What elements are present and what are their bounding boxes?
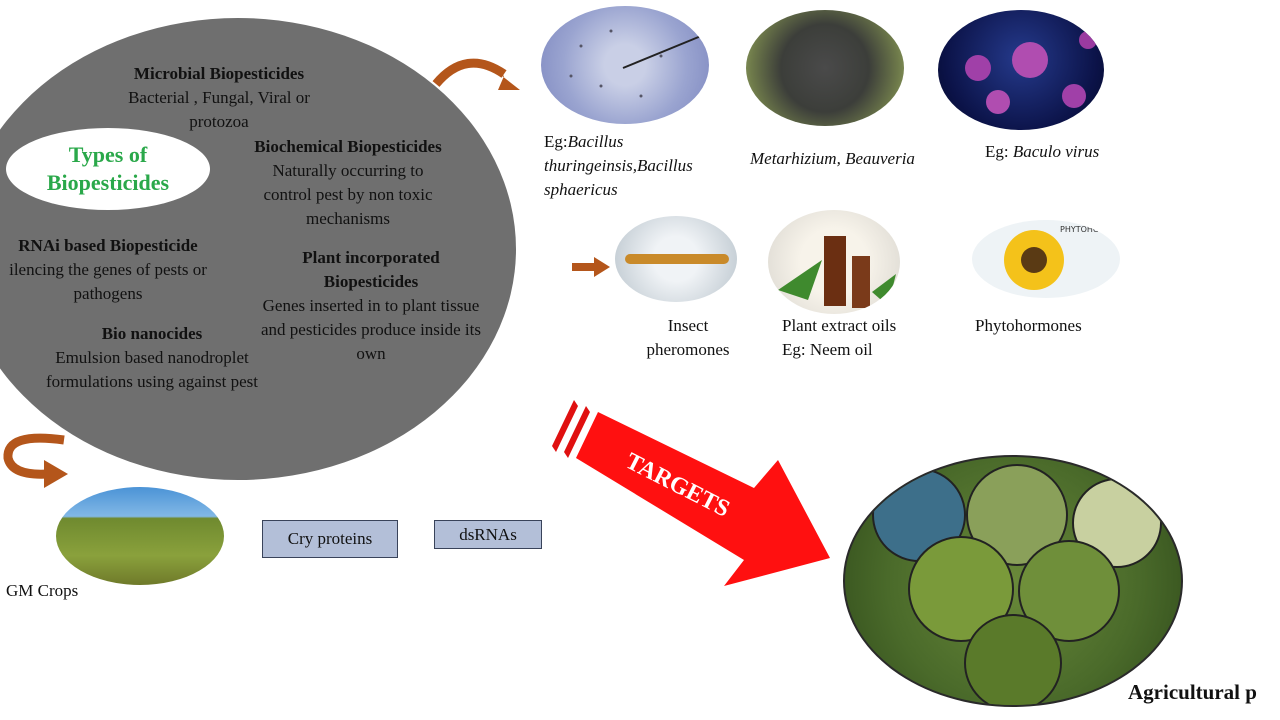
title-line-2: Biopesticides [46,170,170,195]
title-oval: Types of Biopesticides [6,128,210,210]
targets-arrow-icon: TARGETS [552,400,830,586]
bacillus-italic-2: thuringeinsis,Bacillus [544,156,693,175]
phytohormones-image: PHYTOHORMONES [972,220,1120,298]
pheromones-line-2: pheromones [646,340,730,359]
phytohormones-image-label: PHYTOHORMONES [1060,225,1120,234]
bacteria-image [541,6,709,124]
virus-prefix: Eg: [985,142,1013,161]
virus-italic: Baculo virus [1012,142,1100,161]
bacillus-italic-3: sphaericus [544,180,618,199]
pheromones-line-1: Insect [667,316,709,335]
plant-incorporated-desc-2: and pesticides produce inside its [260,320,481,339]
gm-crops-caption: GM Crops [6,581,79,600]
bio-nanocides-desc-1: Emulsion based nanodroplet [55,348,249,367]
biochemical-block: Biochemical Biopesticides Naturally occu… [222,135,474,231]
curved-arrow-microbial-icon [432,58,520,90]
biochemical-desc-3: mechanisms [305,209,391,228]
cry-proteins-box: Cry proteins [262,520,398,558]
dsrnas-box: dsRNAs [434,520,542,549]
biochemical-heading: Biochemical Biopesticides [254,137,442,156]
plant-oil-line-1: Plant extract oils [782,316,897,335]
biochemical-desc-1: Naturally occurring to [272,161,424,180]
fungus-caption: Metarhizium, Beauveria [750,147,960,171]
plant-incorporated-desc-1: Genes inserted in to plant tissue [262,296,480,315]
plant-incorporated-heading-2: Biopesticides [323,272,419,291]
virus-image [938,10,1104,130]
rnai-block: RNAi based Biopesticide ilencing the gen… [0,234,230,306]
microbial-heading: Microbial Biopesticides [133,64,305,83]
title-line-1: Types of [68,142,148,167]
bio-nanocides-desc-2: formulations using against pest [45,372,258,391]
microbial-desc-2: protozoa [189,112,249,131]
plant-oil-line-2: Eg: Neem oil [782,340,873,359]
pheromones-caption: Insect pheromones [620,314,756,362]
microbial-block: Microbial Biopesticides Bacterial , Fung… [78,62,360,134]
arrow-biochemical-icon [572,257,610,277]
plant-incorporated-block: Plant incorporated Biopesticides Genes i… [238,246,504,366]
fungus-image [746,10,904,126]
biochemical-desc-2: control pest by non toxic [263,185,433,204]
agricultural-pests-image [843,455,1183,707]
microbial-desc-1: Bacterial , Fungal, Viral or [128,88,310,107]
bio-nanocides-block: Bio nanocides Emulsion based nanodroplet… [10,322,294,394]
bio-nanocides-heading: Bio nanocides [101,324,203,343]
bacillus-italic-1: Bacillus [567,132,624,151]
plant-oil-image [768,210,900,314]
gm-crops-image [56,487,224,585]
plant-incorporated-desc-3: own [356,344,386,363]
bacillus-caption: Eg:Bacillus thuringeinsis,Bacillus sphae… [544,130,744,202]
virus-caption: Eg: Baculo virus [985,140,1145,164]
rnai-desc-1: ilencing the genes of pests or [9,260,207,279]
rnai-heading: RNAi based Biopesticide [18,236,198,255]
phytohormones-line-1: Phytohormones [975,316,1082,335]
plant-oil-caption: Plant extract oils Eg: Neem oil [782,314,952,362]
rnai-desc-2: pathogens [73,284,143,303]
plant-incorporated-heading-1: Plant incorporated [302,248,440,267]
phytohormones-caption: Phytohormones [975,314,1135,338]
types-circle [0,18,516,480]
fungus-italic: Metarhizium, Beauveria [750,149,915,168]
curved-arrow-plant-icon [3,433,68,488]
pheromone-image [615,216,737,302]
agricultural-caption: Agricultural p [1128,680,1257,704]
bacillus-prefix: Eg: [544,132,568,151]
